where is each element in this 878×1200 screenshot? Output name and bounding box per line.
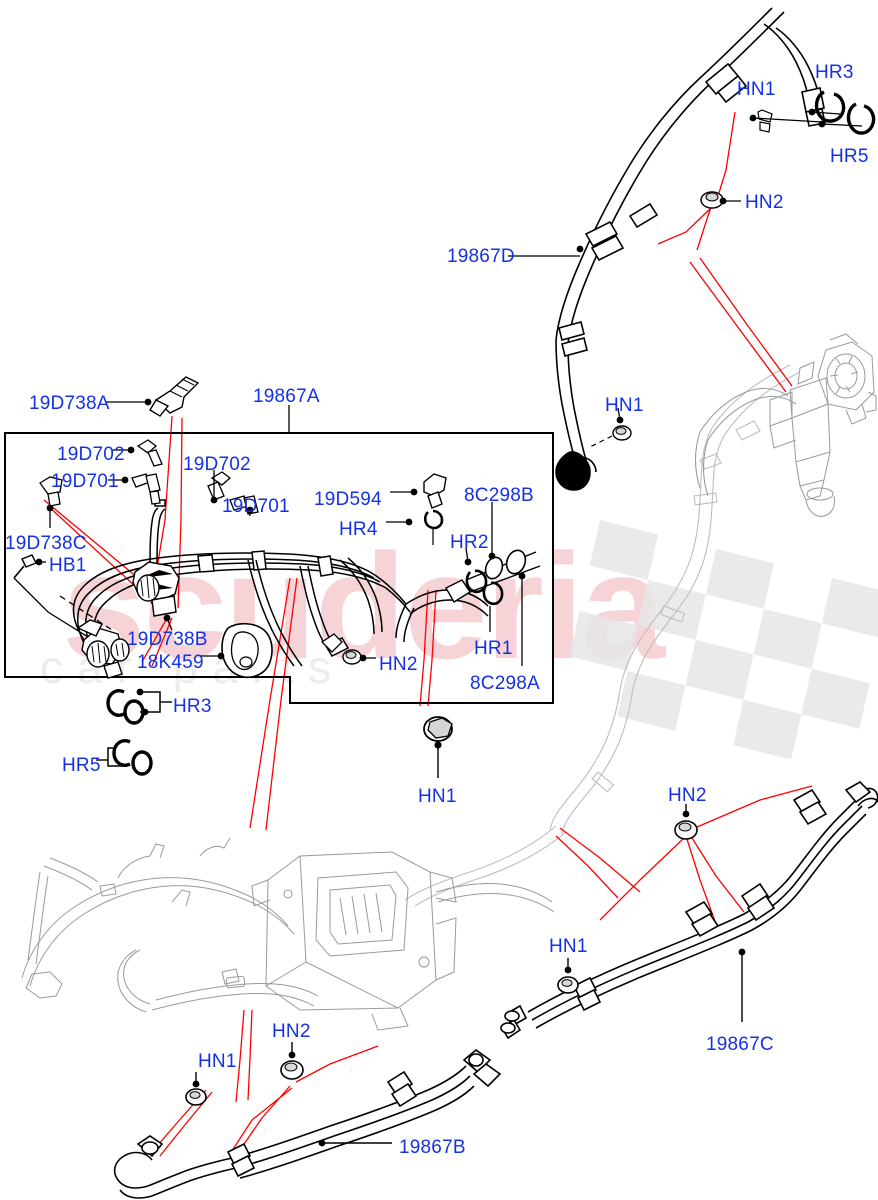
grommet-HN2-top [700, 191, 741, 209]
part-label-HN1-heater: HN1 [418, 786, 457, 807]
part-19D701-mid [229, 495, 259, 516]
part-label-HN2-bottom: HN2 [272, 1021, 311, 1042]
checkered-flag-icon [569, 520, 878, 760]
part-label-19D738A: 19D738A [29, 393, 110, 414]
part-label-8C298B: 8C298B [464, 485, 534, 506]
part-label-19D701-mid: 19D701 [222, 496, 290, 517]
ghost-hvac-unit [251, 851, 457, 1031]
grommet-HN1-mid [587, 407, 632, 449]
part-label-19867A: 19867A [253, 386, 320, 407]
part-label-HN2-box: HN2 [379, 654, 418, 675]
part-19D594 [390, 473, 447, 509]
part-label-HR1: HR1 [474, 638, 513, 659]
ghost-heater-outlet-pipes [435, 883, 555, 913]
hardware-group-top-right [749, 90, 876, 135]
part-HR3-left [106, 688, 172, 725]
part-19D738C [39, 476, 63, 528]
part-19D738A [106, 376, 200, 417]
pipe-assembly-19867D [555, 7, 826, 491]
part-19D702-mid [207, 470, 232, 504]
grommet-HN2-box [320, 633, 376, 665]
part-label-18K459: 18K459 [137, 652, 204, 673]
part-label-19867D: 19867D [447, 246, 515, 267]
part-19D702-left [112, 439, 163, 467]
part-HB1 [13, 554, 113, 643]
part-label-HR5-top: HR5 [830, 146, 869, 167]
part-label-19D701-left: 19D701 [51, 471, 119, 492]
part-label-8C298A: 8C298A [470, 673, 540, 694]
part-label-HR4: HR4 [339, 519, 378, 540]
part-label-HR2: HR2 [450, 532, 489, 553]
part-fittings-right-inset [445, 502, 541, 666]
grommet-HN2-right [674, 804, 698, 840]
grommet-HN1-heater [423, 716, 453, 778]
pipe-assembly-19867B [113, 1048, 502, 1199]
part-label-HR3-top: HR3 [815, 62, 854, 83]
part-label-19D702-left: 19D702 [57, 444, 125, 465]
part-label-HN2-top: HN2 [745, 192, 784, 213]
part-lower-left-valve-cluster [76, 619, 130, 679]
grommet-HN2-bottom [280, 1042, 304, 1080]
ghost-blower-unit [769, 333, 877, 517]
part-label-HN2-right: HN2 [668, 785, 707, 806]
part-label-HR5-left: HR5 [62, 755, 101, 776]
inset-box-outline [4, 432, 554, 704]
part-label-19D738B: 19D738B [127, 629, 208, 650]
part-label-19867C: 19867C [706, 1034, 774, 1055]
pipe-assembly-19867A [72, 499, 489, 667]
grommet-HN1-right [557, 958, 579, 994]
pipe-assembly-19867C [500, 781, 878, 1040]
part-HR4 [386, 509, 444, 545]
part-label-HN1-bottom: HN1 [198, 1051, 237, 1072]
part-label-19867B: 19867B [399, 1137, 466, 1158]
ghost-blower-inlet-pipe [694, 387, 797, 497]
grommet-HN1-bottom [185, 1072, 207, 1106]
part-label-19D738C: 19D738C [5, 533, 87, 554]
ghost-pipework [404, 364, 801, 907]
part-label-HN1-right: HN1 [549, 936, 588, 957]
part-19D701-left [108, 473, 161, 505]
ghost-left-pipe-run [21, 837, 319, 1013]
part-label-HN1-top: HN1 [737, 79, 776, 100]
part-label-HN1-mid: HN1 [605, 395, 644, 416]
part-19D738B [132, 561, 180, 631]
part-18K459 [200, 622, 273, 678]
part-HR5-left [96, 739, 153, 776]
part-label-19D702-mid: 19D702 [183, 454, 251, 475]
part-label-19D594: 19D594 [314, 489, 382, 510]
part-label-HB1: HB1 [49, 555, 87, 576]
part-label-HR3-left: HR3 [173, 696, 212, 717]
leader-19867D [508, 245, 584, 257]
